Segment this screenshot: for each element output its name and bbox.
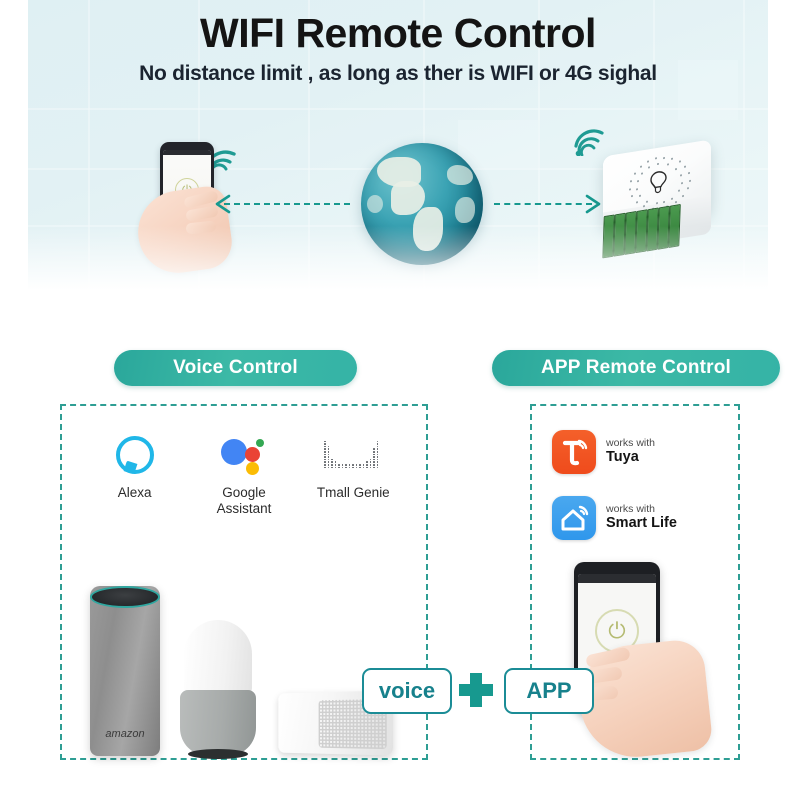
dashed-arrow-right — [585, 194, 601, 214]
google-assistant-logo — [196, 432, 292, 478]
plus-icon — [459, 673, 493, 707]
badge-tuya: works with Tuya — [552, 430, 677, 474]
badge-prefix: works with — [606, 502, 656, 515]
alexa-logo — [87, 432, 183, 478]
section-header-voice-control: Voice Control — [114, 350, 357, 386]
google-home-speaker — [180, 620, 256, 759]
assistant-logo-row: Alexa Google Assistant Tmall Geni — [62, 432, 426, 516]
tuya-logo — [552, 430, 596, 474]
phone-status-bar — [578, 574, 656, 583]
section-header-app-remote-control: APP Remote Control — [492, 350, 780, 386]
hero-bottom-fade — [28, 226, 768, 296]
phone-status-bar — [163, 150, 211, 155]
assistant-name: Google Assistant — [216, 485, 272, 516]
smart-switch-module — [574, 129, 723, 266]
chip-app: APP — [504, 668, 594, 714]
tmall-genie-logo — [305, 432, 401, 478]
assistant-tmall: Tmall Genie — [305, 432, 401, 516]
assistant-alexa: Alexa — [87, 432, 183, 516]
chip-voice: voice — [362, 668, 452, 714]
voice-control-label: Voice Control — [173, 357, 298, 378]
echo-top-ring — [90, 586, 160, 608]
badge-brand: Tuya — [606, 449, 639, 466]
bulb-icon — [645, 168, 671, 198]
works-with-badges: works with Tuya works with Smart Life — [552, 430, 677, 540]
assistant-google: Google Assistant — [196, 432, 292, 516]
chip-app-label: APP — [526, 678, 572, 703]
badge-smart-life: works with Smart Life — [552, 496, 677, 540]
dashed-arrow-left — [215, 194, 231, 214]
hand-holding-phone-app: ⏻ — [546, 556, 724, 763]
hero-subtitle: No distance limit , as long as ther is W… — [139, 62, 657, 85]
dashed-arrow-left-line — [224, 203, 350, 205]
chip-voice-label: voice — [378, 678, 436, 703]
speaker-device-row: amazon — [68, 558, 420, 759]
wifi-signal-icon — [571, 128, 607, 157]
assistant-name: Alexa — [117, 485, 152, 500]
hero-banner: WIFI Remote Control No distance limit , … — [28, 0, 768, 296]
dashed-arrow-right-line — [494, 203, 592, 205]
badge-prefix: works with — [606, 436, 656, 449]
badge-brand: Smart Life — [606, 515, 677, 532]
app-remote-control-label: APP Remote Control — [540, 357, 732, 378]
amazon-echo-speaker: amazon — [90, 586, 160, 756]
smart-life-logo — [552, 496, 596, 540]
assistant-name: Tmall Genie — [316, 485, 390, 500]
hero-title: WIFI Remote Control — [200, 10, 596, 56]
amazon-wordmark: amazon — [105, 728, 145, 740]
